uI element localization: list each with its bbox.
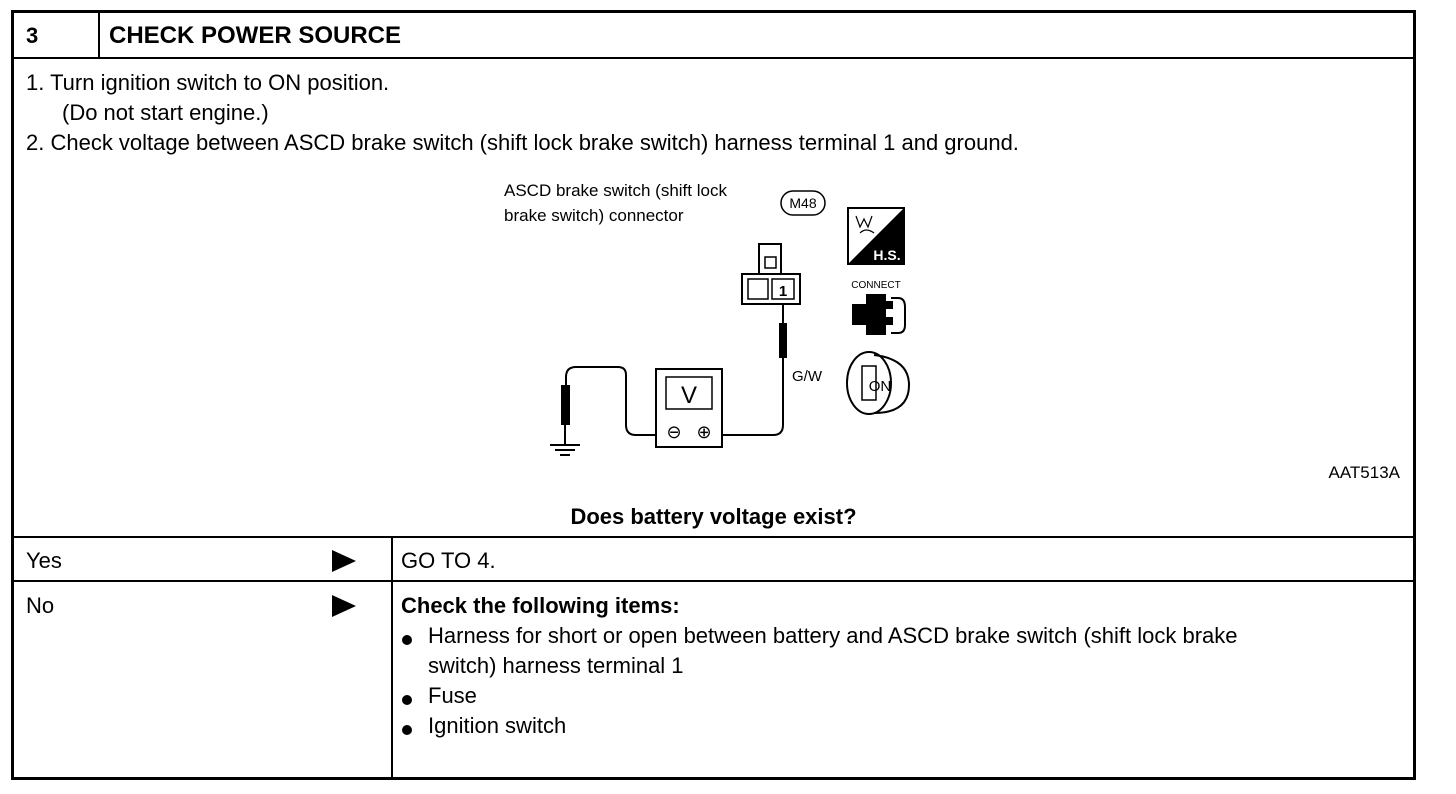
hs-label: H.S. xyxy=(873,247,900,263)
check-item-fuse: Fuse xyxy=(428,683,477,708)
yes-action: GO TO 4. xyxy=(401,548,496,573)
yes-no-separator xyxy=(14,580,1413,582)
results-divider xyxy=(391,536,393,780)
header-divider xyxy=(98,13,100,59)
bullet-icon xyxy=(402,635,412,645)
connector-id-badge xyxy=(780,190,826,216)
meter-plus: ⊕ xyxy=(696,422,711,443)
header-separator xyxy=(14,57,1413,59)
connector-icon: 1 xyxy=(741,243,801,305)
yes-label: Yes xyxy=(26,548,62,573)
connect-label: CONNECT xyxy=(851,280,900,291)
check-item-harness: Harness for short or open between batter… xyxy=(428,623,1238,648)
instruction-2: 2. Check voltage between ASCD brake swit… xyxy=(26,130,1019,155)
ignition-key-icon: ON xyxy=(846,351,911,415)
connector-label-line1: ASCD brake switch (shift lock xyxy=(504,181,727,200)
no-label: No xyxy=(26,593,55,618)
voltmeter-icon: V ⊖ ⊕ xyxy=(655,368,723,448)
check-item-ignition: Ignition switch xyxy=(428,713,567,738)
step-title: CHECK POWER SOURCE xyxy=(109,22,402,49)
check-items-heading: Check the following items: xyxy=(401,593,680,618)
harness-side-icon: H.S. xyxy=(847,207,905,265)
results-separator xyxy=(14,536,1413,538)
yes-arrow-icon xyxy=(332,550,356,572)
connect-icon xyxy=(852,294,906,335)
figure-code: AAT513A xyxy=(1328,463,1400,482)
wire-color-label: G/W xyxy=(792,368,823,385)
test-probes xyxy=(550,304,787,456)
question-text: Does battery voltage exist? xyxy=(570,504,857,529)
connector-label-line2: brake switch) connector xyxy=(504,206,684,225)
voltage-check-diagram: ASCD brake switch (shift lock brake swit… xyxy=(504,181,1401,482)
step-number: 3 xyxy=(26,23,39,48)
no-arrow-icon xyxy=(332,595,356,617)
bullet-icon xyxy=(402,725,412,735)
procedure-table: 3 CHECK POWER SOURCE 1. Turn ignition sw… xyxy=(11,10,1416,780)
terminal-number: 1 xyxy=(779,283,787,300)
bullet-icon xyxy=(402,695,412,705)
key-on-label: ON xyxy=(869,378,892,395)
instruction-1: 1. Turn ignition switch to ON position. xyxy=(26,70,390,95)
meter-minus: ⊖ xyxy=(666,422,681,443)
check-item-harness-cont: switch) harness terminal 1 xyxy=(428,653,684,678)
meter-symbol: V xyxy=(681,382,697,409)
instruction-1-note: (Do not start engine.) xyxy=(62,100,269,125)
connector-id: M48 xyxy=(789,195,816,211)
